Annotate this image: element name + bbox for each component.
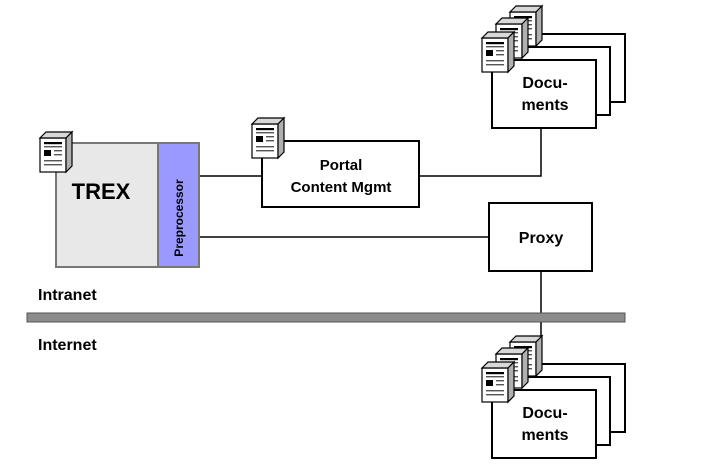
documents-internet-node: Docu- ments	[481, 335, 626, 459]
trex-node: TREX Preprocessor	[39, 131, 200, 268]
portal-label-line1: Portal	[320, 157, 363, 174]
trex-label: TREX	[72, 179, 131, 204]
portal-label-line2: Content Mgmt	[291, 179, 392, 196]
trex-box	[55, 142, 159, 268]
documents-intranet-node: Docu- ments	[481, 5, 626, 129]
proxy-label: Proxy	[519, 230, 564, 247]
zone-label-internet: Internet	[38, 337, 97, 354]
documents-label-line2: ments	[521, 427, 568, 444]
documents-label-line2: ments	[521, 97, 568, 114]
server-icon	[481, 31, 515, 73]
documents-label-line1: Docu-	[522, 75, 567, 92]
portal-node: Portal Content Mgmt	[251, 117, 420, 208]
network-divider	[26, 312, 626, 323]
server-icon	[481, 361, 515, 403]
preprocessor-label: Preprocessor	[172, 179, 186, 257]
zone-label-intranet: Intranet	[38, 287, 97, 304]
proxy-node: Proxy	[488, 202, 593, 272]
server-icon	[39, 131, 73, 173]
preprocessor-box	[157, 142, 200, 268]
server-icon	[251, 117, 285, 159]
link-portal-documents	[419, 128, 542, 177]
documents-label-line1: Docu-	[522, 405, 567, 422]
portal-box	[261, 140, 420, 208]
proxy-box	[488, 202, 593, 272]
